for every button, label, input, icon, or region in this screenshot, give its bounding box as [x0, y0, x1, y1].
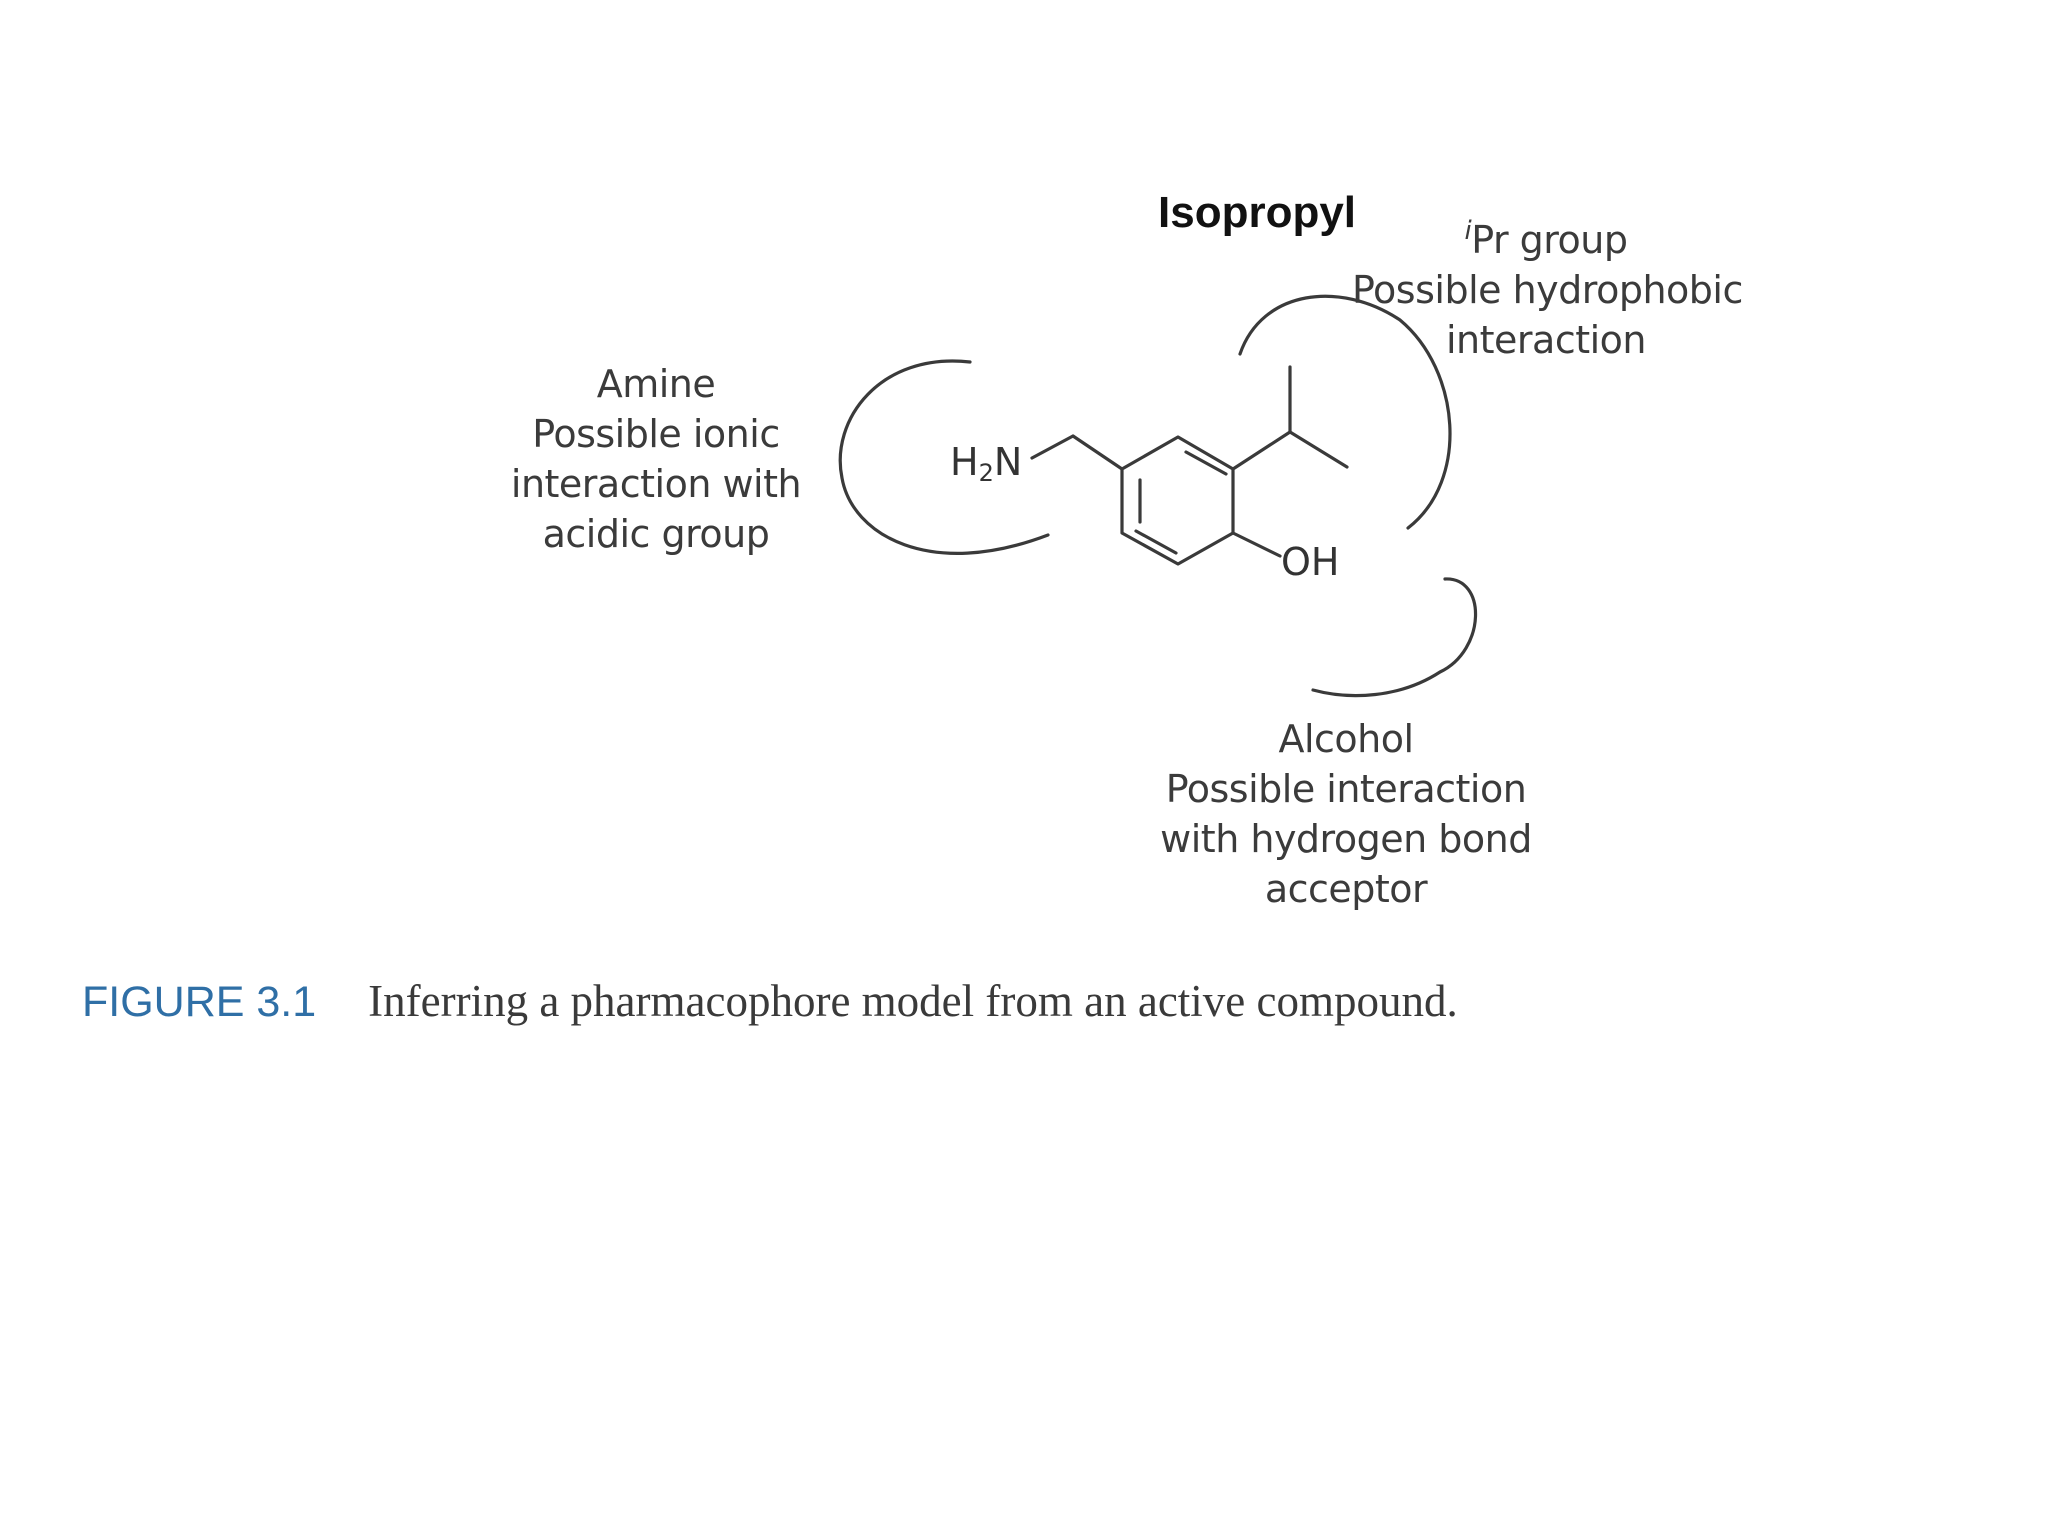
alcohol-label-line-2: Possible interaction — [1165, 767, 1527, 811]
isopropyl-label-line-1: iPr group — [1464, 216, 1628, 262]
amine-label-line-1: Amine — [596, 362, 716, 406]
isopropyl-label-line-2: Possible hydrophobic — [1352, 268, 1743, 312]
isopropyl-label: iPr group Possible hydrophobic interacti… — [1352, 206, 1743, 365]
amine-label-line-2: Possible ionic — [532, 412, 780, 456]
isopropyl-annotation: Isopropyl — [1158, 188, 1357, 237]
hydroxyl-atom-label: OH — [1281, 540, 1340, 584]
bond-ring-oh — [1231, 531, 1282, 558]
amine-region-arc — [838, 359, 1050, 555]
amine-label-line-3: interaction with — [510, 462, 802, 506]
figure-number: FIGURE 3.1 — [82, 978, 317, 1026]
amine-atom-label: H2N — [950, 440, 1023, 487]
alcohol-region-arc — [1311, 577, 1478, 698]
ring-double-bond-2 — [1184, 450, 1228, 476]
amine-label-line-4: acidic group — [542, 512, 770, 556]
amine-label: Amine Possible ionic interaction with ac… — [498, 359, 814, 559]
caption-text: Inferring a pharmacophore model from an … — [368, 976, 1458, 1026]
bond-ch2-n — [1030, 434, 1075, 460]
alcohol-label-line-1: Alcohol — [1278, 717, 1414, 761]
bond-isopropyl-methyl-2 — [1288, 430, 1349, 469]
alcohol-label-line-3: with hydrogen bond — [1160, 817, 1532, 861]
bond-ring-ch2 — [1071, 434, 1124, 471]
alcohol-label: Alcohol Possible interaction with hydrog… — [1140, 714, 1552, 914]
alcohol-label-line-4: acceptor — [1264, 867, 1428, 911]
isopropyl-region-arc — [1238, 294, 1452, 530]
isopropyl-label-line-3: interaction — [1445, 318, 1647, 362]
figure-caption: FIGURE 3.1 Inferring a pharmacophore mode… — [82, 975, 1458, 1027]
ring-double-bond-3 — [1134, 529, 1178, 555]
bond-ring-isopropyl — [1231, 430, 1292, 471]
iso-prefix: i — [1464, 216, 1472, 246]
